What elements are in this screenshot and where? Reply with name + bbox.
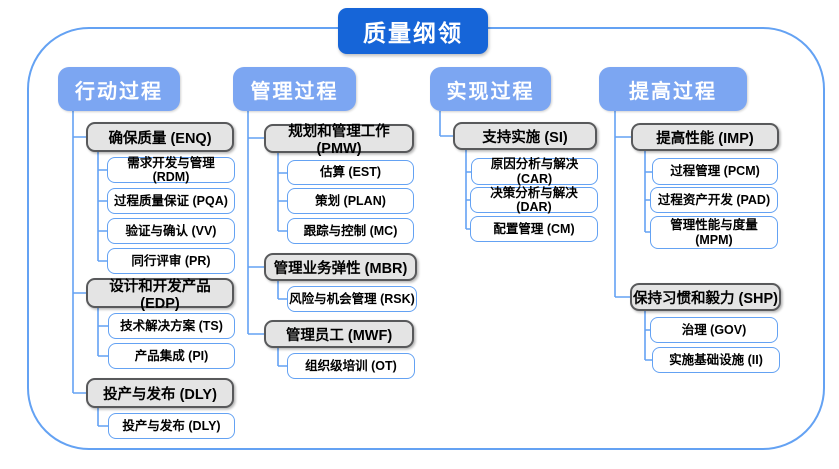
node-leaf-pad: 过程资产开发 (PAD): [650, 187, 778, 213]
node-group-imp: 提高性能 (IMP): [631, 123, 779, 151]
node-leaf-mpm: 管理性能与度量 (MPM): [650, 216, 778, 249]
node-leaf-mc: 跟踪与控制 (MC): [287, 218, 414, 244]
node-leaf-car: 原因分析与解决 (CAR): [471, 157, 598, 186]
node-group-dly: 投产与发布 (DLY): [86, 378, 234, 408]
node-group-shp: 保持习惯和毅力 (SHP): [630, 283, 781, 311]
node-leaf-pcm: 过程管理 (PCM): [652, 158, 778, 185]
node-leaf-ii: 实施基础设施 (II): [652, 347, 780, 373]
node-group-enq: 确保质量 (ENQ): [86, 122, 234, 152]
node-leaf-pi: 产品集成 (PI): [108, 343, 235, 369]
node-leaf-ts: 技术解决方案 (TS): [108, 313, 235, 339]
node-leaf-pqa: 过程质量保证 (PQA): [107, 188, 235, 214]
column-header-management-process: 管理过程: [233, 67, 356, 111]
node-leaf-cm: 配置管理 (CM): [470, 216, 598, 242]
node-leaf-pr: 同行评审 (PR): [107, 248, 235, 274]
column-header-action-process: 行动过程: [58, 67, 180, 111]
node-leaf-plan: 策划 (PLAN): [287, 188, 414, 214]
node-group-pmw: 规划和管理工作 (PMW): [264, 124, 414, 157]
node-leaf-ot: 组织级培训 (OT): [287, 353, 415, 379]
node-group-mwf: 管理员工 (MWF): [264, 320, 414, 348]
node-leaf-rdm: 需求开发与管理 (RDM): [107, 156, 235, 184]
node-group-si: 支持实施 (SI): [453, 122, 597, 150]
node-leaf-dly: 投产与发布 (DLY): [108, 413, 235, 439]
node-leaf-gov: 治理 (GOV): [650, 317, 778, 343]
node-leaf-dar: 决策分析与解决 (DAR): [470, 186, 598, 214]
column-header-realization-process: 实现过程: [430, 67, 551, 111]
node-leaf-rsk: 风险与机会管理 (RSK): [287, 286, 417, 312]
node-group-mbr: 管理业务弹性 (MBR): [264, 253, 417, 281]
node-group-edp: 设计和开发产品 (EDP): [86, 278, 234, 312]
column-header-improvement-process: 提高过程: [599, 67, 747, 111]
diagram-title: 质量纲领: [338, 8, 488, 54]
node-leaf-vv: 验证与确认 (VV): [107, 218, 235, 244]
node-leaf-est: 估算 (EST): [287, 160, 414, 185]
